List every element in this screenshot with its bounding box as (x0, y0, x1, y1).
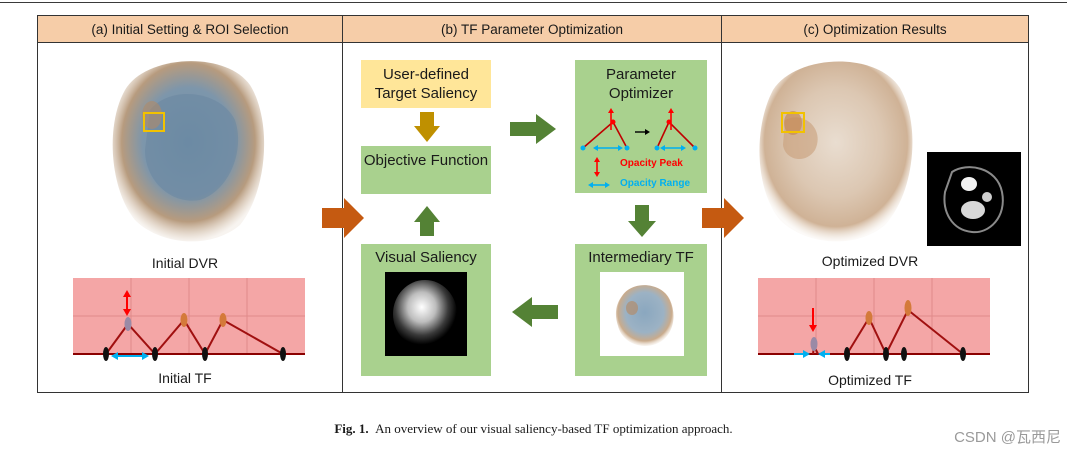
optimized-dvr-caption: Optimized DVR (821, 253, 919, 269)
overview-frame (37, 15, 1029, 393)
panel-divider-2 (721, 15, 722, 393)
optimized-dvr-image (759, 61, 913, 242)
figure-caption: Fig. 1. An overview of our visual salien… (0, 421, 1067, 437)
arrow-optimizer-to-intermediary (628, 205, 656, 237)
intermediary-dvr-image (600, 272, 684, 356)
optimized-saliency-map-image (927, 152, 1021, 246)
opacity-range-label: Opacity Range (620, 178, 691, 189)
initial-tf-caption: Initial TF (158, 370, 212, 386)
intermediary-tf-label: Intermediary TF (588, 249, 694, 266)
roi-box-optimized (781, 112, 805, 133)
figure-text: An overview of our visual saliency-based… (375, 421, 733, 436)
arrow-b-to-c (702, 198, 744, 238)
arrow-saliency-to-objective (414, 206, 440, 236)
saliency-map-image (385, 272, 467, 356)
panel-b-title: (b) TF Parameter Optimization (343, 16, 721, 43)
initial-dvr-image (112, 61, 265, 242)
objective-function-box: Objective Function (361, 146, 491, 194)
visual-saliency-label: Visual Saliency (375, 249, 477, 266)
roi-box-initial (143, 112, 165, 132)
figure-label: Fig. 1. (334, 421, 369, 436)
target-saliency-box: User-defined Target Saliency (361, 60, 491, 108)
initial-tf-plot (73, 278, 305, 361)
arrow-target-to-objective (414, 112, 440, 142)
arrow-a-to-b (322, 198, 364, 238)
panel-divider-1 (342, 15, 343, 393)
initial-dvr-caption: Initial DVR (151, 255, 219, 271)
optimized-tf-plot (758, 278, 990, 361)
opacity-peak-label: Opacity Peak (620, 158, 683, 169)
panel-c-title: (c) Optimization Results (722, 16, 1028, 43)
top-rule (0, 2, 1067, 3)
panel-a-title: (a) Initial Setting & ROI Selection (38, 16, 342, 43)
watermark: CSDN @瓦西尼 (954, 429, 1061, 446)
optimizer-diagram (580, 108, 698, 188)
optimized-tf-caption: Optimized TF (828, 372, 912, 388)
arrow-to-optimizer (510, 114, 556, 144)
arrow-intermediary-to-saliency (512, 297, 558, 327)
